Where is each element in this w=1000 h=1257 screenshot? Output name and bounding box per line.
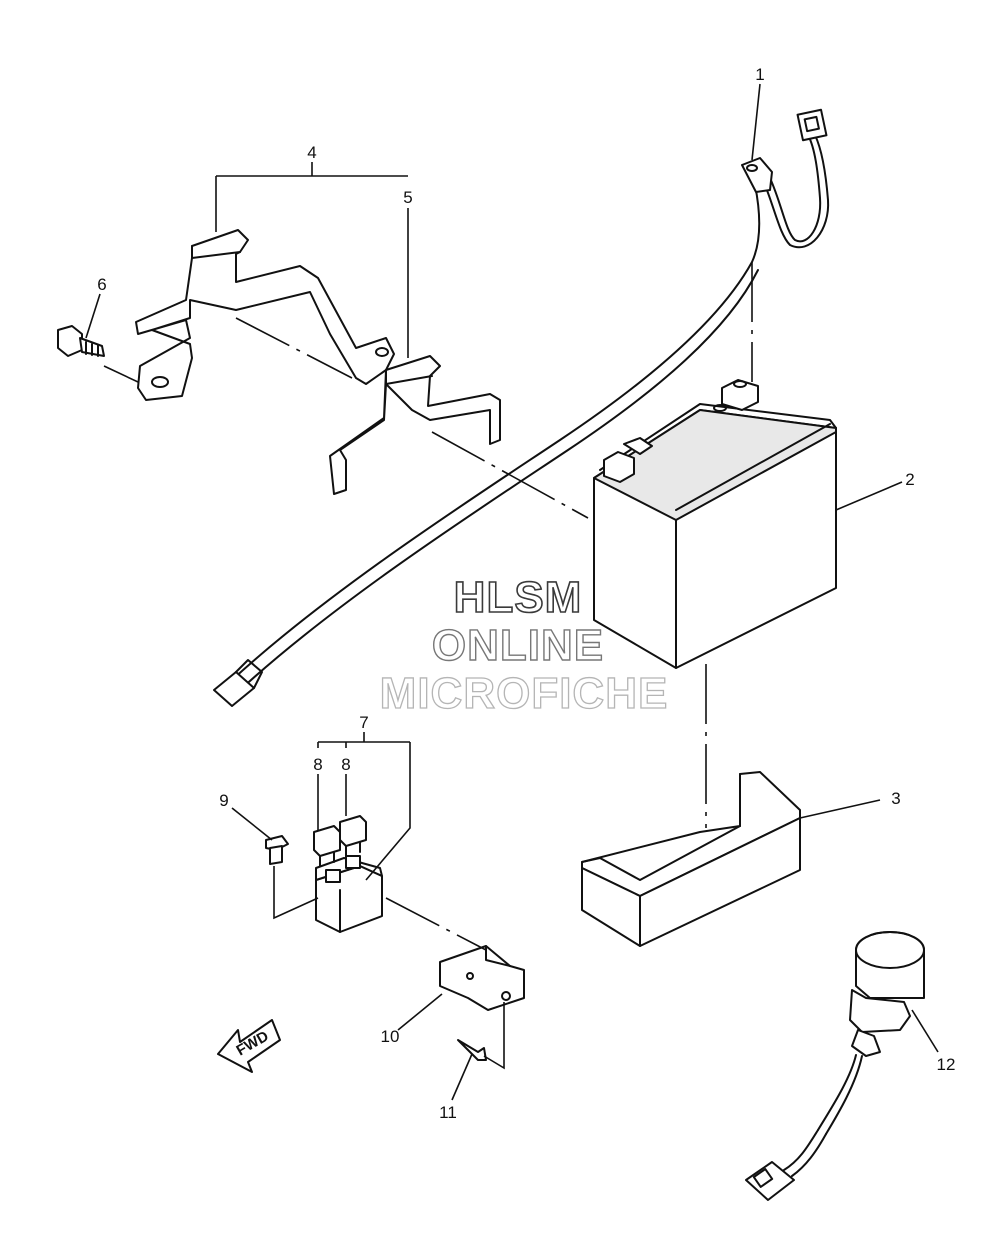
callout-9: 9	[219, 791, 228, 810]
bolt-9	[265, 835, 289, 865]
bracket-5	[329, 355, 501, 495]
watermark-line-2: ONLINE	[432, 621, 604, 670]
callout-7: 7	[359, 713, 368, 732]
battery-lead-wire	[213, 108, 830, 707]
bracket-10	[439, 945, 525, 1011]
fuse-right	[339, 815, 367, 857]
callout-11: 11	[439, 1103, 457, 1122]
callout-10: 10	[381, 1027, 400, 1046]
battery	[593, 379, 837, 669]
assembly-lines	[103, 262, 753, 1070]
power-socket	[745, 931, 925, 1201]
callout-8-left: 8	[313, 755, 322, 774]
fuse-left	[313, 825, 341, 867]
callout-2: 2	[905, 470, 914, 489]
callout-numbers: 1 2 3 4 5 6 7 8 8 9 10 11 12	[97, 65, 955, 1122]
rivet-11	[457, 1039, 487, 1061]
starter-relay	[315, 855, 383, 933]
callout-1: 1	[755, 65, 764, 84]
callout-5: 5	[403, 188, 412, 207]
watermark-line-1: HLSM	[454, 573, 583, 622]
battery-band	[581, 771, 801, 947]
bolt-6	[57, 325, 105, 357]
watermark: HLSM ONLINE MICROFICHE	[379, 572, 669, 718]
callout-3: 3	[891, 789, 900, 808]
watermark-line-3: MICROFICHE	[380, 669, 669, 718]
callout-12: 12	[937, 1055, 956, 1074]
leader-lines	[85, 83, 939, 1101]
fwd-arrow: FWD	[217, 1019, 281, 1073]
callout-4: 4	[307, 143, 316, 162]
callout-6: 6	[97, 275, 106, 294]
callout-8-right: 8	[341, 755, 350, 774]
bracket-4	[135, 229, 395, 401]
